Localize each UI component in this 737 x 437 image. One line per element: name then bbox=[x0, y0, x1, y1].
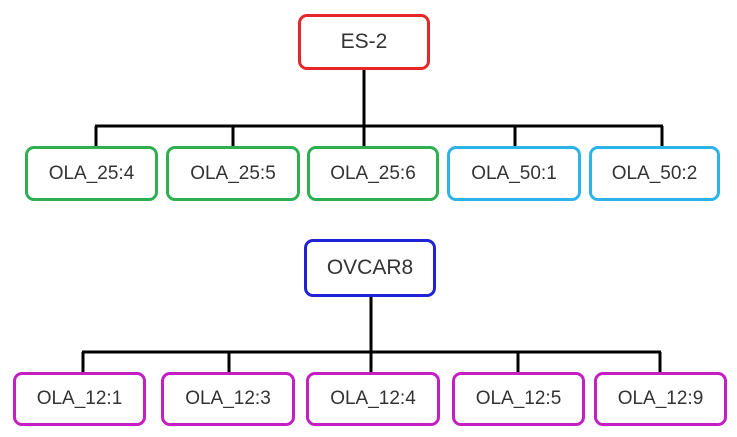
tree1-child-node: OLA_50:1 bbox=[447, 146, 581, 201]
tree2-child-node: OLA_12:9 bbox=[594, 372, 727, 426]
tree1-child-node: OLA_25:5 bbox=[166, 146, 300, 201]
tree1-child-node: OLA_50:2 bbox=[589, 146, 720, 201]
tree1-child-node: OLA_25:6 bbox=[307, 146, 439, 201]
tree2-root-node: OVCAR8 bbox=[304, 239, 436, 297]
tree2-child-node: OLA_12:5 bbox=[452, 372, 585, 426]
tree2-child-node: OLA_12:4 bbox=[306, 372, 440, 426]
tree2-child-node: OLA_12:3 bbox=[161, 372, 295, 426]
tree2-child-node: OLA_12:1 bbox=[13, 372, 146, 426]
tree1-child-node: OLA_25:4 bbox=[25, 146, 158, 201]
tree1-root-node: ES-2 bbox=[298, 14, 430, 70]
